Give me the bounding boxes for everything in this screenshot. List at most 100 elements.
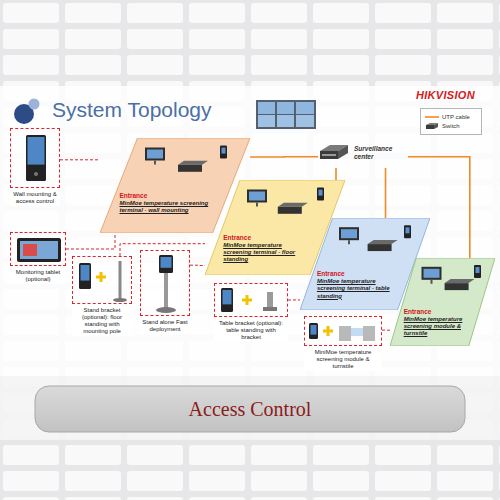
callout-caption: Stand bracket (optional): floor standing… [72,306,132,336]
logo-circle [29,99,40,110]
nvr-top [368,240,398,244]
nvr-front [178,165,202,172]
monitor-body [145,148,165,161]
video-wall-frame [256,100,316,129]
turnstile-wing [351,328,363,336]
zone-label: EntranceMinMoe temperature screening ter… [317,270,398,299]
table-stand-base [263,307,277,311]
zone-equipment [300,218,430,269]
monitor-stand [154,161,156,165]
video-screen [296,115,314,127]
zone-equipment [390,258,495,306]
terminal-body [26,135,46,181]
surveillance-label: Surveillance center [354,140,408,161]
pole-base [113,298,127,302]
video-screen [277,102,294,114]
callout-leader [66,233,115,249]
terminal-screen [161,257,172,268]
legend-box: UTP cableSwitch [420,108,482,135]
device-illustration [141,251,188,314]
device-callout: Stand bracket (optional): floor standing… [72,256,132,336]
nvr-top [278,203,308,207]
tablet-body [17,238,61,262]
terminal-screen [319,190,323,196]
nvr-front [445,283,469,290]
diagram-panel [0,86,500,376]
callout-leader [190,265,205,266]
terminal-body [309,323,318,339]
nvr-front [278,207,302,214]
device-callout: Wall mounting & access control [10,128,60,206]
terminal-screen [406,227,410,233]
kiosk-base [156,307,176,313]
caption-band [35,386,465,432]
table-stand [267,292,273,307]
callout-dashed-box [304,316,382,346]
zone-label: EntranceMinMoe temperature screening ter… [223,234,310,263]
device-callout: Stand alone Fast deployment [140,250,190,334]
caption-text: Access Control [35,386,465,432]
monitor-screen [424,269,440,278]
callout-dashed-box [10,232,66,266]
callout-caption: Monitoring tablet (optional) [10,268,66,284]
switch-ports [322,154,336,156]
terminal-body [79,263,91,289]
terminal-body [317,188,324,201]
plus-sign [100,272,103,282]
kiosk-pole [164,273,168,309]
zone-heading: Entrance [120,192,213,200]
video-screen [258,102,275,114]
zone-label: EntranceMinMoe temperature screening ter… [120,192,213,214]
monitor-stand [348,240,350,244]
utp-cable-connector [335,168,337,180]
callout-dashed-box [214,283,288,317]
terminal-screen [81,265,90,281]
terminal-sensor [34,172,38,176]
switch-icon [318,142,350,166]
terminal-body [474,265,481,278]
zone-subtitle: MinMoe temperature screening terminal - … [120,200,213,214]
caption-panel [0,376,500,440]
device-illustration [305,317,380,344]
device-callout: Monitoring tablet (optional) [10,232,66,284]
plus-sign [246,295,249,305]
legend-row: Switch [425,122,477,130]
legend-text: Switch [442,123,460,129]
video-screen [277,115,294,127]
legend-text: UTP cable [442,114,470,120]
cable-sample [425,116,439,118]
switch-front [426,125,434,129]
zone-heading: Entrance [223,234,310,242]
utp-cable-connector [250,156,318,158]
mounting-pole [119,261,122,299]
callout-dashed-box [72,256,132,304]
tablet-panel [23,244,37,256]
callout-leader [382,330,390,331]
zone-floor-shape [390,258,495,346]
monitor-body [339,227,359,240]
terminal-screen [311,325,317,335]
zone-subtitle: MinMoe temperature screening terminal - … [317,278,398,300]
callout-caption: Wall mounting & access control [10,190,60,206]
nvr-top [445,279,475,283]
nvr-front [368,244,392,251]
terminal-body [220,146,227,159]
callout-dashed-box [140,250,190,316]
turnstile-post [339,326,351,341]
zone-label: EntranceMinMoe temperature screening mod… [404,308,473,337]
monitor-screen [249,192,265,201]
diagram-title: System Topology [52,98,212,122]
utp-cable-connector [385,168,387,218]
turnstile-post [363,326,375,341]
terminal-screen [223,290,232,304]
terminal-screen [476,267,480,273]
zone-subtitle: MinMoe temperature screening module & tu… [404,316,473,338]
callout-caption: Stand alone Fast deployment [140,318,190,334]
zone-equipment [100,138,250,190]
terminal-body [404,225,411,238]
device-illustration [73,257,130,302]
terminal-body [221,288,233,312]
entrance-zone: EntranceMinMoe temperature screening mod… [390,258,495,346]
brand-label: HIKVISION [416,89,475,101]
